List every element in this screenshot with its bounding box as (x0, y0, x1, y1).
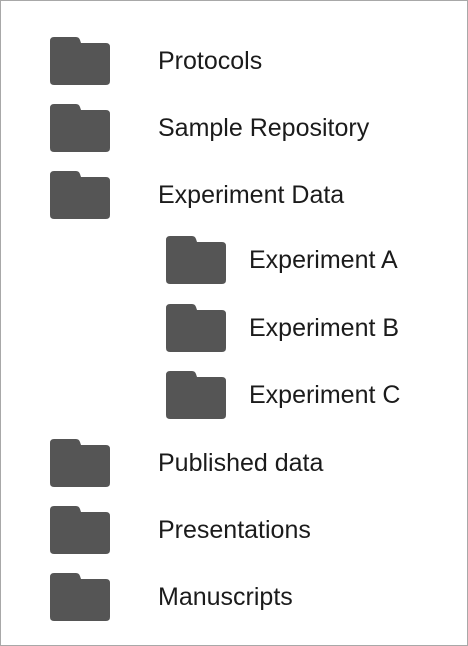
folder-item-experiment-a[interactable]: Experiment A (1, 234, 467, 290)
folder-label: Experiment Data (158, 181, 345, 209)
folder-item-experiment-c[interactable]: Experiment C (1, 369, 467, 425)
folder-label: Sample Repository (158, 114, 370, 142)
folder-icon (166, 236, 226, 284)
folder-label: Experiment A (249, 246, 398, 274)
folder-item-experiment-data[interactable]: Experiment Data (1, 169, 467, 225)
folder-item-sample-repository[interactable]: Sample Repository (1, 102, 467, 158)
folder-icon (50, 573, 110, 621)
folder-label: Experiment C (249, 381, 401, 409)
folder-item-published-data[interactable]: Published data (1, 437, 467, 493)
folder-icon (50, 37, 110, 85)
folder-icon (166, 371, 226, 419)
folder-item-presentations[interactable]: Presentations (1, 504, 467, 560)
folder-label: Protocols (158, 47, 263, 75)
folder-label: Experiment B (249, 314, 400, 342)
folder-item-manuscripts[interactable]: Manuscripts (1, 571, 467, 627)
folder-label: Manuscripts (158, 583, 293, 611)
folder-icon (50, 104, 110, 152)
folder-label: Presentations (158, 516, 311, 544)
folder-icon (50, 171, 110, 219)
folder-icon (166, 304, 226, 352)
folder-label: Published data (158, 449, 324, 477)
folder-icon (50, 439, 110, 487)
folder-item-experiment-b[interactable]: Experiment B (1, 302, 467, 358)
folder-item-protocols[interactable]: Protocols (1, 35, 467, 91)
folder-icon (50, 506, 110, 554)
